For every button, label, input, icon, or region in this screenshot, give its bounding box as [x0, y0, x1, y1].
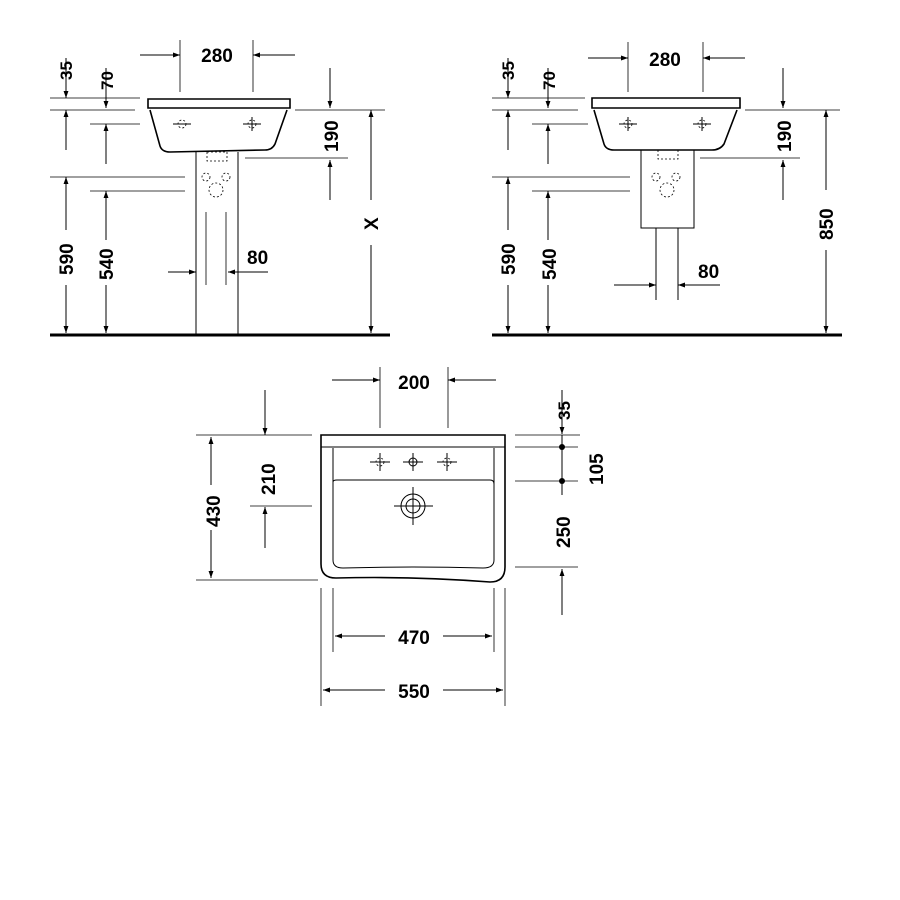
- dim-pedestal-width: 80: [247, 248, 268, 269]
- dim-pipe-width: 80: [698, 262, 719, 283]
- dim-tap-depth: 70: [540, 71, 559, 90]
- dim-inner-width: 470: [398, 628, 430, 649]
- dim-tap-spacing: 200: [398, 373, 430, 394]
- side-view-semi-pedestal: 280 35 70 590 540 190 850 80: [492, 42, 842, 337]
- tap-hole-icon: [619, 117, 637, 131]
- tap-hole-icon: [173, 119, 191, 129]
- dim-tap-spacing: 280: [201, 46, 233, 67]
- dim-rim-offset: 35: [555, 401, 574, 420]
- dim-bowl-length: 250: [554, 516, 575, 548]
- side-view-pedestal: 280 35 70 590 540 190 X 80: [50, 40, 390, 337]
- dim-rim-thickness: 35: [499, 61, 518, 80]
- tap-hole-icon: [437, 453, 457, 471]
- tap-hole-icon: [370, 453, 390, 471]
- dim-height-590: 590: [57, 243, 78, 275]
- tap-hole-icon: [243, 117, 261, 131]
- dimension-dot: [559, 478, 565, 484]
- dim-height-540: 540: [97, 248, 118, 280]
- top-view: 200 430 210 35 105 250 470 550: [196, 367, 608, 706]
- tap-hole-icon: [403, 453, 423, 471]
- dim-height-850: 850: [817, 208, 838, 240]
- dim-outer-width: 550: [398, 682, 430, 703]
- basin-outline: [147, 98, 291, 153]
- dim-bowl-depth: 190: [322, 120, 343, 152]
- dim-rim-thickness: 35: [57, 61, 76, 80]
- dim-tap-depth: 70: [98, 71, 117, 90]
- dim-drain-position: 210: [259, 463, 280, 495]
- semi-pedestal-outline: [640, 149, 695, 300]
- dim-height-540: 540: [540, 248, 561, 280]
- basin-plan-outline: [320, 434, 506, 583]
- dim-tap-spacing: 280: [649, 50, 681, 71]
- dim-tap-row: 105: [587, 453, 608, 485]
- dim-depth-total: 430: [204, 495, 225, 527]
- drain-icon: [394, 487, 433, 525]
- dim-height-x: X: [362, 217, 383, 230]
- dim-height-590: 590: [499, 243, 520, 275]
- tap-hole-icon: [693, 117, 711, 131]
- basin-outline: [591, 97, 741, 151]
- pedestal-outline: [195, 151, 239, 335]
- dim-bowl-depth: 190: [775, 120, 796, 152]
